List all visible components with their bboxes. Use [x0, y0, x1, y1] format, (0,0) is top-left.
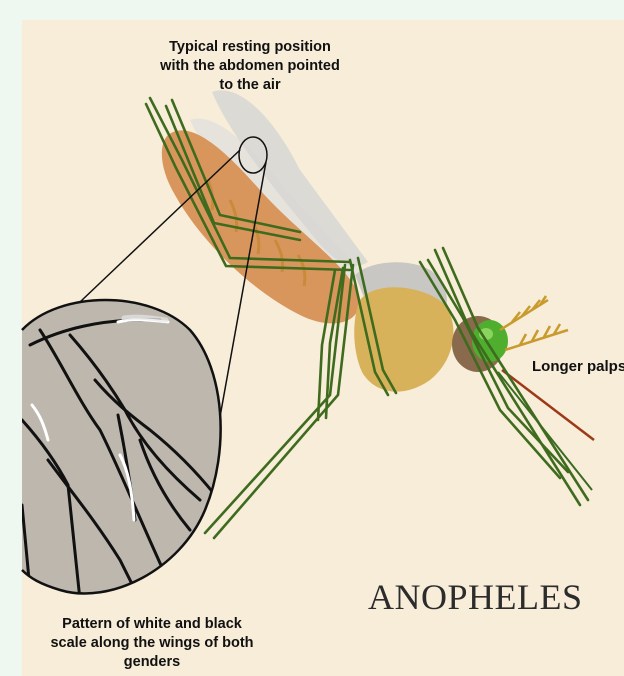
species-title: ANOPHELES	[368, 576, 583, 618]
resting-position-caption: Typical resting position with the abdome…	[130, 38, 370, 95]
caption-line: Typical resting position	[130, 38, 370, 57]
caption-line: genders	[22, 653, 282, 672]
palps-label: Longer palps	[532, 358, 624, 375]
caption-line: to the air	[130, 76, 370, 95]
antennae	[500, 296, 568, 350]
wing-scale-zoom	[22, 300, 221, 600]
wing-pattern-caption: Pattern of white and black scale along t…	[22, 615, 282, 672]
caption-line: with the abdomen pointed	[130, 57, 370, 76]
caption-line: scale along the wings of both	[22, 634, 282, 653]
caption-line: Pattern of white and black	[22, 615, 282, 634]
